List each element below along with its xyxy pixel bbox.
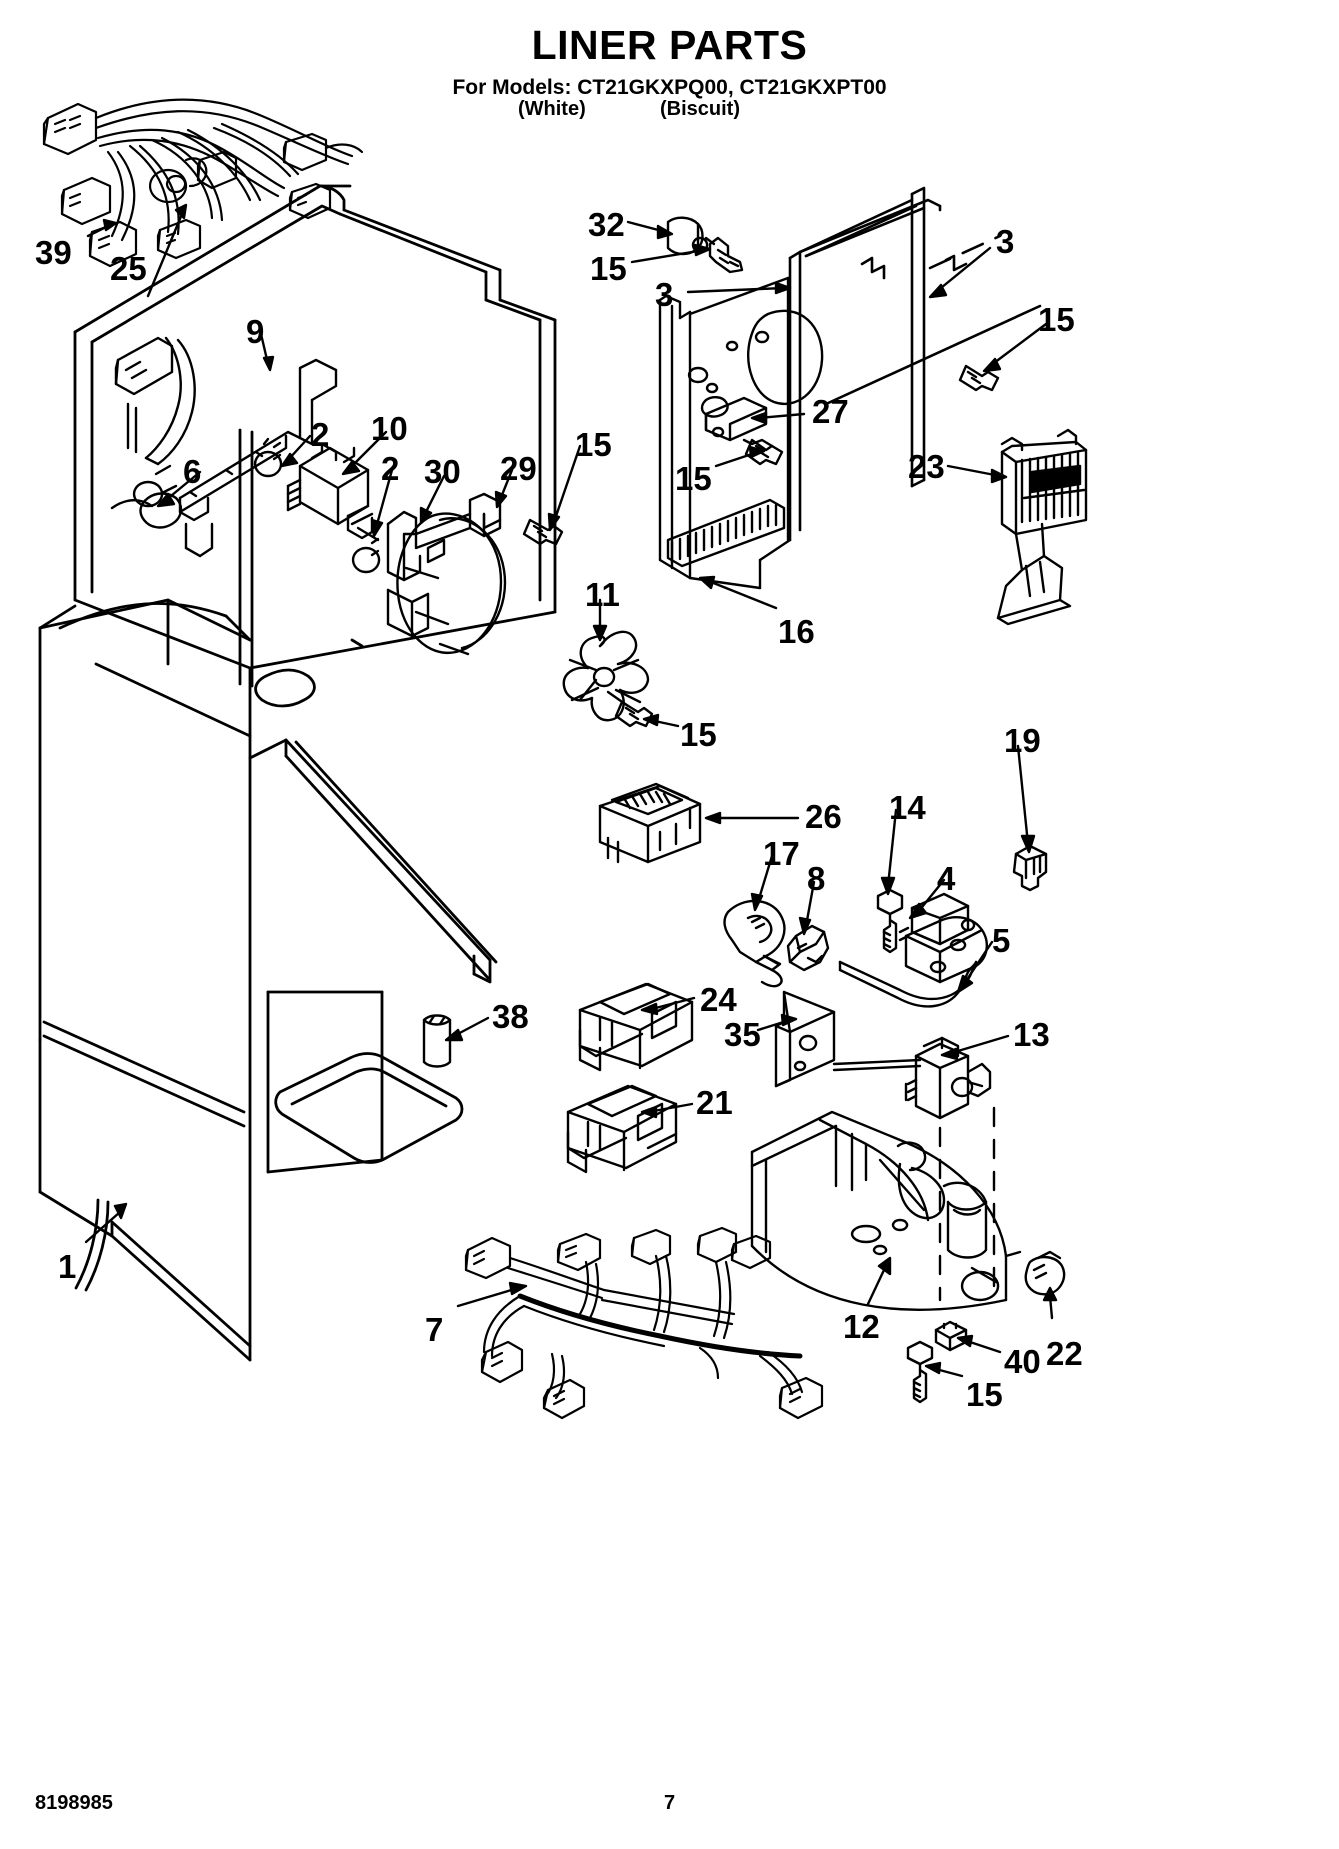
nut-40 [934, 1320, 968, 1352]
page-number: 7 [663, 1792, 676, 1814]
callout-26: 26 [805, 798, 842, 835]
part-26-housing [598, 782, 702, 864]
callout-3-rear: 3 [996, 223, 1015, 260]
diagram-header: LINER PARTS For Models: CT21GKXPQ00, CT2… [0, 22, 1339, 100]
part-23-assembly [996, 428, 1088, 626]
callout-25: 25 [110, 250, 147, 287]
screw-15-bottom [906, 1340, 934, 1404]
control-bracket-9 [110, 336, 338, 558]
callout-19: 19 [1004, 722, 1041, 759]
callout-2-right: 2 [381, 450, 400, 487]
door-gasket-3 [788, 198, 942, 542]
bushing-38 [422, 1014, 452, 1068]
callout-11: 11 [585, 576, 620, 613]
finish-white-label: (White) [518, 98, 586, 120]
callout-2-left: 2 [311, 416, 330, 453]
callout-23: 23 [908, 448, 945, 485]
callout-40: 40 [1004, 1343, 1041, 1380]
callout-15-fan: 15 [680, 716, 717, 753]
page-title: LINER PARTS [531, 22, 808, 68]
model-list: For Models: CT21GKXPQ00, CT21GKXPT00 [452, 76, 887, 100]
callout-8: 8 [807, 860, 826, 897]
lamp-socket-8 [786, 924, 830, 972]
page-footer: 8198985 7 [0, 1792, 1339, 1818]
bracket-plate-35 [774, 990, 836, 1088]
callout-21: 21 [696, 1084, 733, 1121]
drawer-parts-24-21 [566, 982, 694, 1174]
callout-38: 38 [492, 998, 529, 1035]
callout-4: 4 [937, 860, 956, 897]
callout-9: 9 [246, 313, 265, 350]
callout-7: 7 [425, 1311, 444, 1348]
callout-15-right: 15 [1038, 301, 1075, 338]
callout-15-gasket: 15 [575, 426, 612, 463]
thermostat-13 [832, 1036, 992, 1120]
callout-13: 13 [1013, 1016, 1050, 1053]
plug-22 [1024, 1250, 1066, 1296]
callout-27: 27 [812, 393, 849, 430]
part-15-screw-right [958, 364, 1000, 392]
callout-15-panel: 15 [675, 460, 712, 497]
callout-30: 30 [424, 453, 461, 490]
bracket-30-29 [386, 492, 564, 656]
callout-3-front: 3 [655, 276, 674, 313]
callout-24: 24 [700, 981, 737, 1018]
finish-biscuit-label: (Biscuit) [660, 98, 740, 120]
callout-32: 32 [588, 206, 625, 243]
callout-35: 35 [724, 1016, 761, 1053]
harness-lower-7 [464, 1226, 824, 1420]
part-15-screw-top [708, 236, 744, 274]
callout-12: 12 [843, 1308, 880, 1345]
callout-14: 14 [889, 789, 926, 826]
drip-pan-12 [750, 1106, 1022, 1311]
screw-14 [876, 888, 904, 954]
cabinet-liner [38, 184, 557, 1362]
inner-door-panel-16 [658, 276, 824, 590]
door-gasket-3-rear [798, 186, 1042, 488]
document-number: 8198985 [35, 1792, 113, 1814]
harness-upper [42, 98, 364, 268]
callout-15-bottom: 15 [966, 1376, 1003, 1413]
callout-16: 16 [778, 613, 815, 650]
callout-17: 17 [763, 835, 800, 872]
control-assembly-10 [253, 437, 381, 574]
clip-19 [1012, 844, 1048, 892]
callout-29: 29 [500, 450, 537, 487]
callout-5: 5 [992, 922, 1011, 959]
callout-39: 39 [35, 234, 72, 271]
leader-lines [84, 203, 1058, 1378]
callout-22: 22 [1046, 1335, 1083, 1372]
callout-1: 1 [58, 1248, 77, 1285]
fan-blade-11 [562, 630, 654, 728]
drain-tube-5 [838, 960, 978, 1008]
callout-10: 10 [371, 410, 408, 447]
callout-6: 6 [183, 453, 202, 490]
light-bulb-17 [723, 899, 786, 988]
callout-15-top: 15 [590, 250, 627, 287]
